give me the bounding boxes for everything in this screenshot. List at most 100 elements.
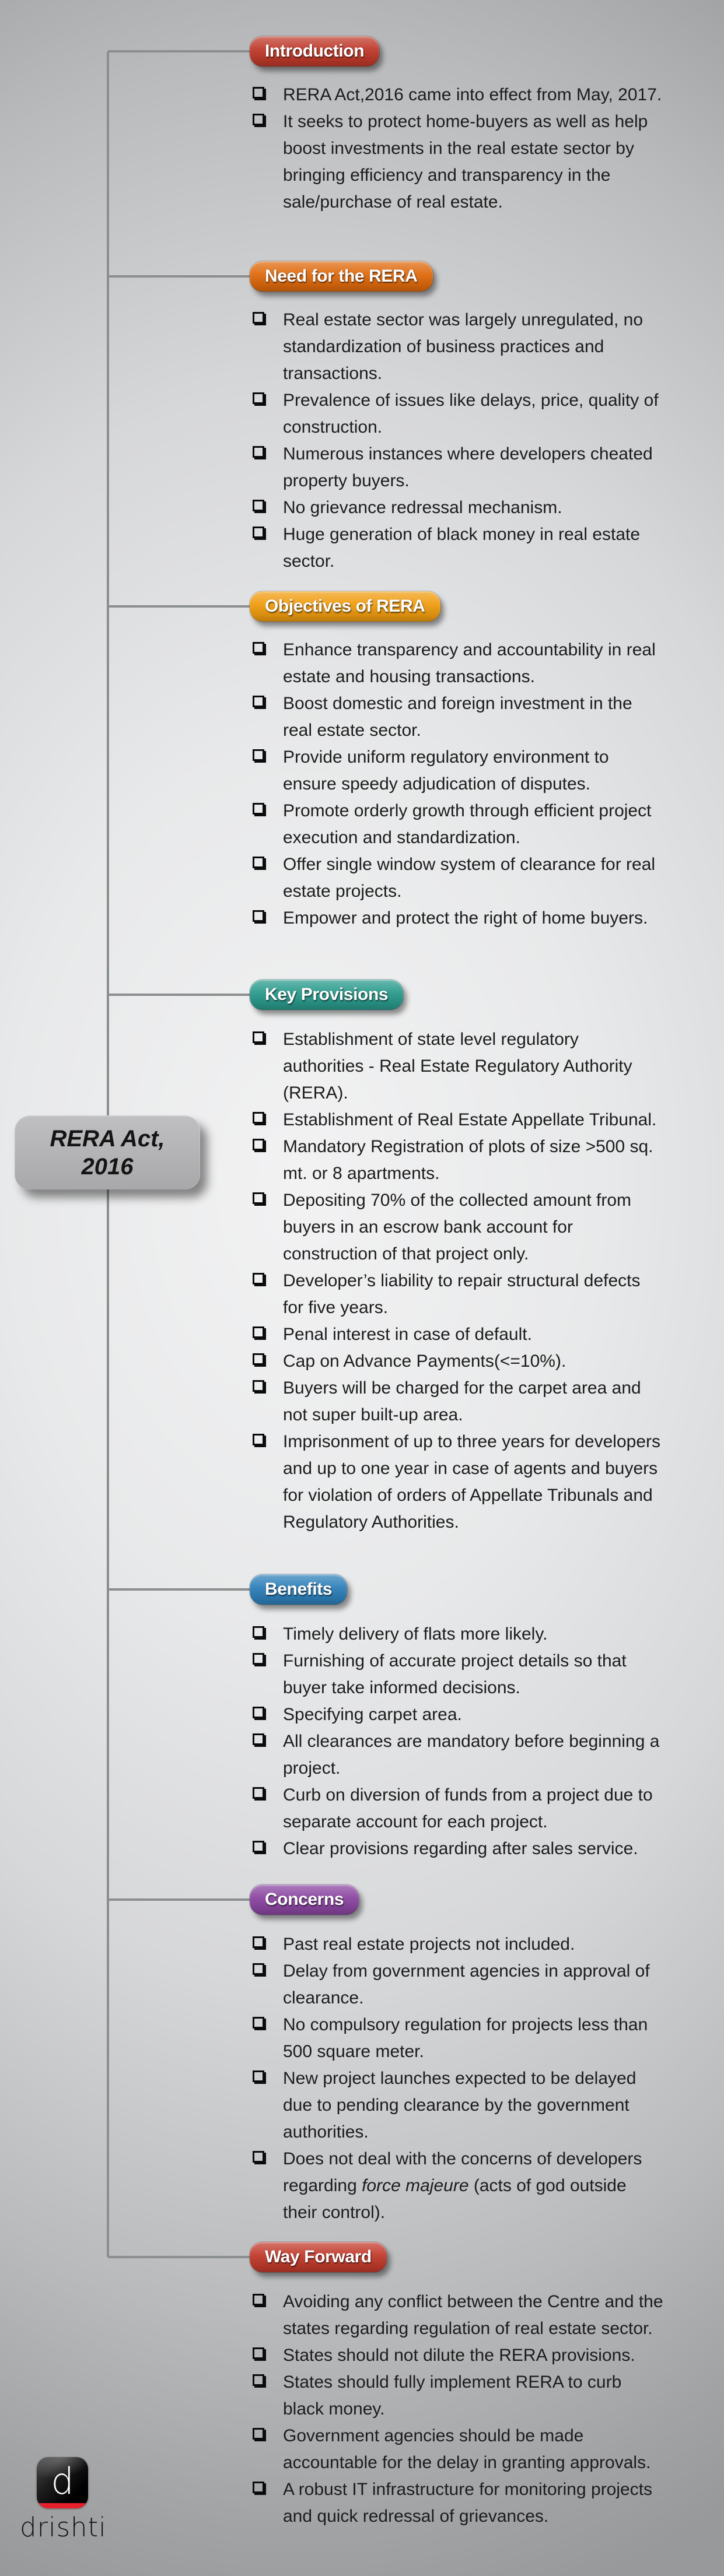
- checkbox-bullet-icon: [253, 2482, 264, 2493]
- checkbox-bullet-icon: [253, 642, 264, 654]
- bullet-item: RERA Act,2016 came into effect from May,…: [253, 82, 663, 108]
- bullet-item: Past real estate projects not included.: [253, 1931, 663, 1958]
- bullet-item: Establishment of state level regulatory …: [253, 1026, 663, 1107]
- bullet-item: Enhance transparency and accountability …: [253, 637, 663, 690]
- bullet-item: Depositing 70% of the collected amount f…: [253, 1187, 663, 1268]
- bullet-text: States should fully implement RERA to cu…: [283, 2373, 622, 2419]
- bullet-text: Huge generation of black money in real e…: [283, 525, 641, 571]
- bullet-text: Establishment of Real Estate Appellate T…: [283, 1110, 657, 1129]
- brand-wordmark: drishti: [20, 2512, 107, 2543]
- section-badge-need-for-the-rera: Need for the RERA: [250, 261, 433, 292]
- bullet-item: Provide uniform regulatory environment t…: [253, 744, 663, 798]
- bullet-item: Promote orderly growth through efficient…: [253, 798, 663, 851]
- checkbox-bullet-icon: [253, 87, 264, 99]
- checkbox-bullet-icon: [253, 1380, 264, 1392]
- bullet-text: Does not deal with the concerns of devel…: [283, 2149, 642, 2222]
- checkbox-bullet-icon: [253, 114, 264, 125]
- checkbox-bullet-icon: [253, 1031, 264, 1043]
- checkbox-bullet-icon: [253, 2374, 264, 2386]
- connector-branch-objectives-of-rera: [108, 605, 253, 608]
- section-badge-label: Introduction: [265, 41, 365, 61]
- bullet-text: Mandatory Registration of plots of size …: [283, 1137, 653, 1183]
- bullet-item: Cap on Advance Payments(<=10%).: [253, 1348, 663, 1375]
- bullet-list-need-for-the-rera: Real estate sector was largely unregulat…: [253, 307, 663, 575]
- bullet-text: Furnishing of accurate project details s…: [283, 1651, 627, 1697]
- bullet-text: Boost domestic and foreign investment in…: [283, 694, 632, 740]
- bullet-item: Numerous instances where developers chea…: [253, 441, 663, 494]
- checkbox-bullet-icon: [253, 312, 264, 324]
- checkbox-bullet-icon: [253, 1707, 264, 1718]
- checkbox-bullet-icon: [253, 1112, 264, 1124]
- section-badge-concerns: Concerns: [250, 1884, 359, 1915]
- bullet-list-benefits: Timely delivery of flats more likely. Fur…: [253, 1621, 663, 1862]
- bullet-item: Avoiding any conflict between the Centre…: [253, 2289, 663, 2342]
- connector-branch-need-for-the-rera: [108, 275, 253, 278]
- bullet-text: All clearances are mandatory before begi…: [283, 1732, 660, 1778]
- checkbox-bullet-icon: [253, 1787, 264, 1799]
- checkbox-bullet-icon: [253, 1963, 264, 1975]
- bullet-text: Empower and protect the right of home bu…: [283, 908, 648, 928]
- checkbox-bullet-icon: [253, 1353, 264, 1365]
- bullet-list-objectives-of-rera: Enhance transparency and accountability …: [253, 637, 663, 932]
- bullet-text: States should not dilute the RERA provis…: [283, 2346, 635, 2365]
- checkbox-bullet-icon: [253, 696, 264, 707]
- bullet-text: Developer’s liability to repair structur…: [283, 1271, 641, 1317]
- bullet-item: Furnishing of accurate project details s…: [253, 1648, 663, 1701]
- bullet-item: Specifying carpet area.: [253, 1701, 663, 1728]
- checkbox-bullet-icon: [253, 1733, 264, 1745]
- bullet-item: Boost domestic and foreign investment in…: [253, 690, 663, 744]
- bullet-item: A robust IT infrastructure for monitorin…: [253, 2476, 663, 2530]
- checkbox-bullet-icon: [253, 2017, 264, 2028]
- bullet-item: Buyers will be charged for the carpet ar…: [253, 1375, 663, 1429]
- bullet-text: Prevalence of issues like delays, price,…: [283, 391, 659, 437]
- checkbox-bullet-icon: [253, 803, 264, 815]
- checkbox-bullet-icon: [253, 392, 264, 404]
- bullet-item: Penal interest in case of default.: [253, 1321, 663, 1348]
- brand-icon: d: [37, 2457, 88, 2508]
- checkbox-bullet-icon: [253, 1326, 264, 1338]
- section-badge-key-provisions: Key Provisions: [250, 980, 404, 1010]
- checkbox-bullet-icon: [253, 2151, 264, 2163]
- section-badge-label: Concerns: [265, 1890, 344, 1909]
- checkbox-bullet-icon: [253, 857, 264, 868]
- bullet-text: Enhance transparency and accountability …: [283, 640, 656, 686]
- bullet-item: No grievance redressal mechanism.: [253, 494, 663, 521]
- section-badge-label: Way Forward: [265, 2247, 372, 2266]
- bullet-list-introduction: RERA Act,2016 came into effect from May,…: [253, 82, 663, 216]
- checkbox-bullet-icon: [253, 1139, 264, 1150]
- brand-icon-accent-bar: [37, 2503, 88, 2508]
- bullet-text: It seeks to protect home-buyers as well …: [283, 112, 648, 212]
- checkbox-bullet-icon: [253, 1273, 264, 1285]
- bullet-list-way-forward: Avoiding any conflict between the Centre…: [253, 2289, 663, 2530]
- bullet-text: Clear provisions regarding after sales s…: [283, 1839, 638, 1858]
- bullet-item: Delay from government agencies in approv…: [253, 1958, 663, 2012]
- bullet-text: Timely delivery of flats more likely.: [283, 1624, 548, 1644]
- bullet-text: Curb on diversion of funds from a projec…: [283, 1785, 653, 1831]
- bullet-list-concerns: Past real estate projects not included.D…: [253, 1931, 663, 2226]
- root-node-label-line1: RERA Act,: [50, 1125, 165, 1152]
- bullet-item: States should fully implement RERA to cu…: [253, 2369, 663, 2423]
- checkbox-bullet-icon: [253, 500, 264, 511]
- root-node-rera-act-2016: RERA Act, 2016: [15, 1115, 200, 1189]
- bullet-text: Depositing 70% of the collected amount f…: [283, 1191, 631, 1264]
- section-badge-label: Objectives of RERA: [265, 596, 425, 616]
- checkbox-bullet-icon: [253, 1626, 264, 1638]
- connector-branch-concerns: [108, 1898, 253, 1901]
- bullet-item: Curb on diversion of funds from a projec…: [253, 1782, 663, 1836]
- bullet-text: Numerous instances where developers chea…: [283, 444, 653, 490]
- bullet-item: Real estate sector was largely unregulat…: [253, 307, 663, 387]
- bullet-item: Developer’s liability to repair structur…: [253, 1268, 663, 1321]
- connector-branch-key-provisions: [108, 994, 253, 996]
- checkbox-bullet-icon: [253, 1434, 264, 1445]
- section-badge-label: Need for the RERA: [265, 266, 418, 286]
- root-node-label-line2: 2016: [81, 1153, 134, 1180]
- bullet-text: No compulsory regulation for projects le…: [283, 2015, 648, 2061]
- bullet-list-key-provisions: Establishment of state level regulatory …: [253, 1026, 663, 1536]
- bullet-item: Timely delivery of flats more likely.: [253, 1621, 663, 1648]
- section-badge-way-forward: Way Forward: [250, 2242, 387, 2272]
- checkbox-bullet-icon: [253, 2347, 264, 2359]
- checkbox-bullet-icon: [253, 749, 264, 761]
- checkbox-bullet-icon: [253, 910, 264, 922]
- bullet-text: Offer single window system of clearance …: [283, 855, 656, 901]
